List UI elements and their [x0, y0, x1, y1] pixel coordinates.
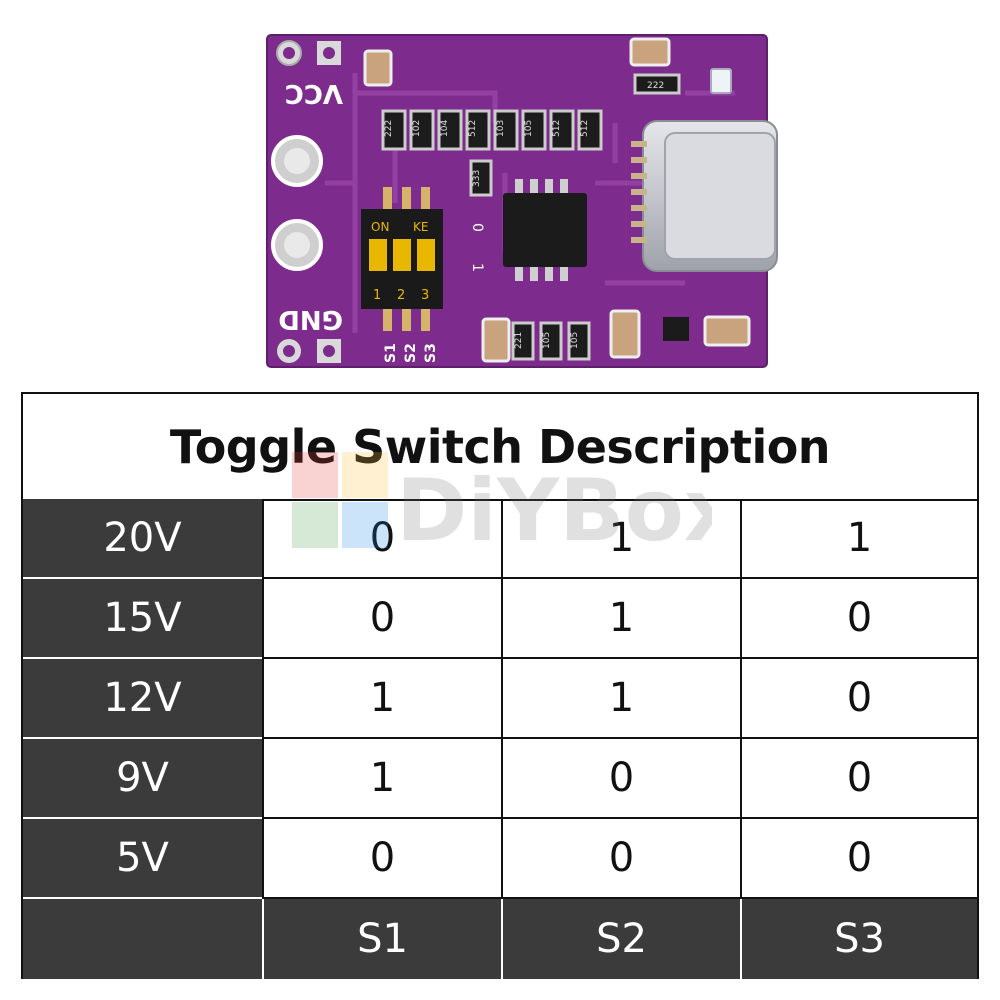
- table-footer-row: S1 S2 S3: [23, 899, 977, 979]
- gnd-label: GND: [278, 304, 343, 334]
- s2-value: 1: [501, 579, 740, 659]
- resistor-row: 222 102 104 512 103 105 512 512: [381, 109, 603, 151]
- chip-resistor-code: 333: [472, 170, 482, 187]
- s1-value: 1: [262, 739, 501, 819]
- table-row: 5V 0 0 0: [23, 819, 977, 899]
- dip-number: 3: [421, 288, 429, 303]
- s1-value: 0: [262, 819, 501, 899]
- vcc-label: VCC: [285, 78, 343, 108]
- dip-ke-label: KE: [413, 220, 428, 234]
- mounting-holes: [271, 40, 341, 363]
- corner-code: 222: [647, 81, 664, 91]
- s2-value: 0: [501, 739, 740, 819]
- resistor-code: 512: [580, 120, 590, 137]
- s1-value: 0: [262, 499, 501, 579]
- pcb-image: VCC GND ON KE 1 2 3 S1 S2 S3 0 1 222 102…: [265, 33, 780, 369]
- switch-label-s2: S2: [403, 343, 419, 363]
- switch-label-s1: S1: [383, 343, 399, 363]
- resistor-code: 512: [468, 120, 478, 137]
- voltage-label: 12V: [23, 659, 262, 739]
- resistor-code: 103: [496, 120, 506, 137]
- s1-value: 1: [262, 659, 501, 739]
- footer-s2: S2: [501, 899, 740, 979]
- table-title: Toggle Switch Description: [23, 394, 977, 501]
- side-zero-label: 0: [469, 223, 485, 232]
- side-one-label: 1: [469, 263, 485, 272]
- bottom-code: 105: [542, 332, 552, 349]
- footer-blank-cell: [23, 899, 262, 979]
- s3-value: 0: [740, 579, 977, 659]
- dip-number: 1: [373, 288, 381, 303]
- s3-value: 0: [740, 819, 977, 899]
- bottom-code: 221: [514, 332, 524, 349]
- led: [710, 68, 732, 94]
- resistor-code: 512: [552, 120, 562, 137]
- usb-c-connector: [631, 120, 778, 272]
- footer-s3: S3: [740, 899, 977, 979]
- resistor-code: 102: [412, 120, 422, 137]
- footer-s1: S1: [262, 899, 501, 979]
- s2-value: 1: [501, 499, 740, 579]
- table-row: 9V 1 0 0: [23, 739, 977, 819]
- bottom-code: 105: [570, 332, 580, 349]
- table-row: 20V 0 1 1: [23, 499, 977, 579]
- s3-value: 0: [740, 659, 977, 739]
- voltage-label: 15V: [23, 579, 262, 659]
- s2-value: 0: [501, 819, 740, 899]
- table-row: 12V 1 1 0: [23, 659, 977, 739]
- s3-value: 1: [740, 499, 977, 579]
- resistor-code: 105: [524, 120, 534, 137]
- resistor-code: 104: [440, 120, 450, 137]
- s1-value: 0: [262, 579, 501, 659]
- resistor-code: 222: [384, 120, 394, 137]
- transistor: [663, 317, 689, 341]
- voltage-label: 9V: [23, 739, 262, 819]
- dip-number: 2: [397, 288, 405, 303]
- toggle-switch-table: Toggle Switch Description 20V 0 1 1 15V …: [21, 392, 979, 979]
- table-row: 15V 0 1 0: [23, 579, 977, 659]
- switch-label-s3: S3: [423, 343, 439, 363]
- voltage-label: 20V: [23, 499, 262, 579]
- voltage-label: 5V: [23, 819, 262, 899]
- dip-switch: ON KE 1 2 3: [361, 209, 443, 309]
- s2-value: 1: [501, 659, 740, 739]
- dip-on-label: ON: [371, 220, 389, 234]
- ic-chip: [503, 179, 587, 281]
- s3-value: 0: [740, 739, 977, 819]
- capacitors: [363, 37, 751, 363]
